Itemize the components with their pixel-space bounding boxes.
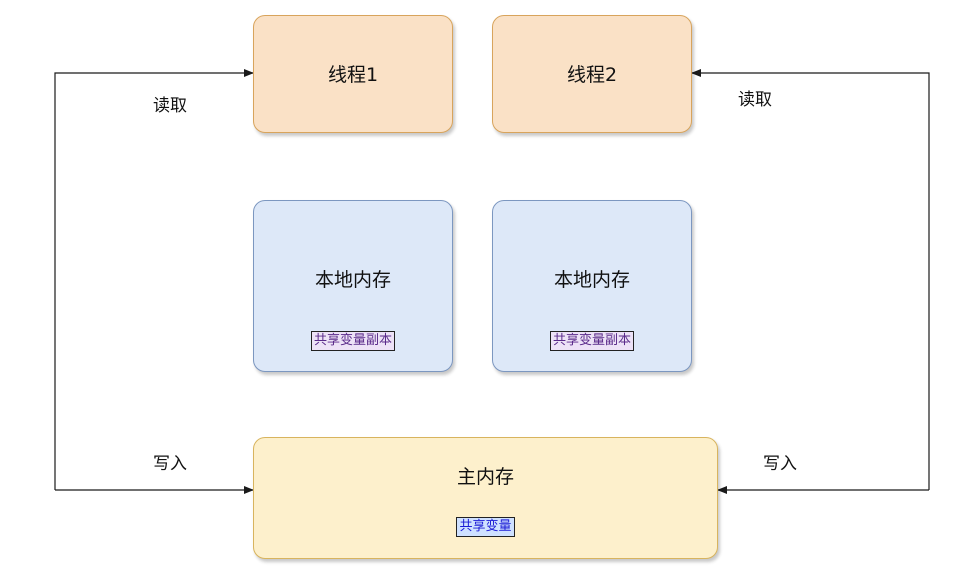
read-label-right: 读取 [738,90,772,110]
left-read-arrow [54,69,254,490]
write-label-right: 写入 [763,454,797,474]
local-memory-1-label: 本地内存 [314,269,391,291]
write-label-left: 写入 [153,454,187,474]
local-memory-1-tag: 共享变量副本 [310,331,395,351]
thread-2-label: 线程2 [566,64,618,86]
thread-1-label: 线程1 [327,64,379,86]
main-memory-label: 主内存 [456,466,514,488]
local-memory-2-box[interactable]: 本地内存 共享变量副本 [492,200,692,372]
main-memory-tag: 共享变量 [456,517,515,537]
thread-1-box[interactable]: 线程1 [253,15,453,133]
right-read-arrow [691,69,930,490]
local-memory-1-box[interactable]: 本地内存 共享变量副本 [253,200,453,372]
read-label-left: 读取 [153,96,187,116]
main-memory-box[interactable]: 主内存 共享变量 [253,437,718,559]
local-memory-2-tag: 共享变量副本 [549,331,634,351]
thread-2-box[interactable]: 线程2 [492,15,692,133]
local-memory-2-label: 本地内存 [553,269,630,291]
